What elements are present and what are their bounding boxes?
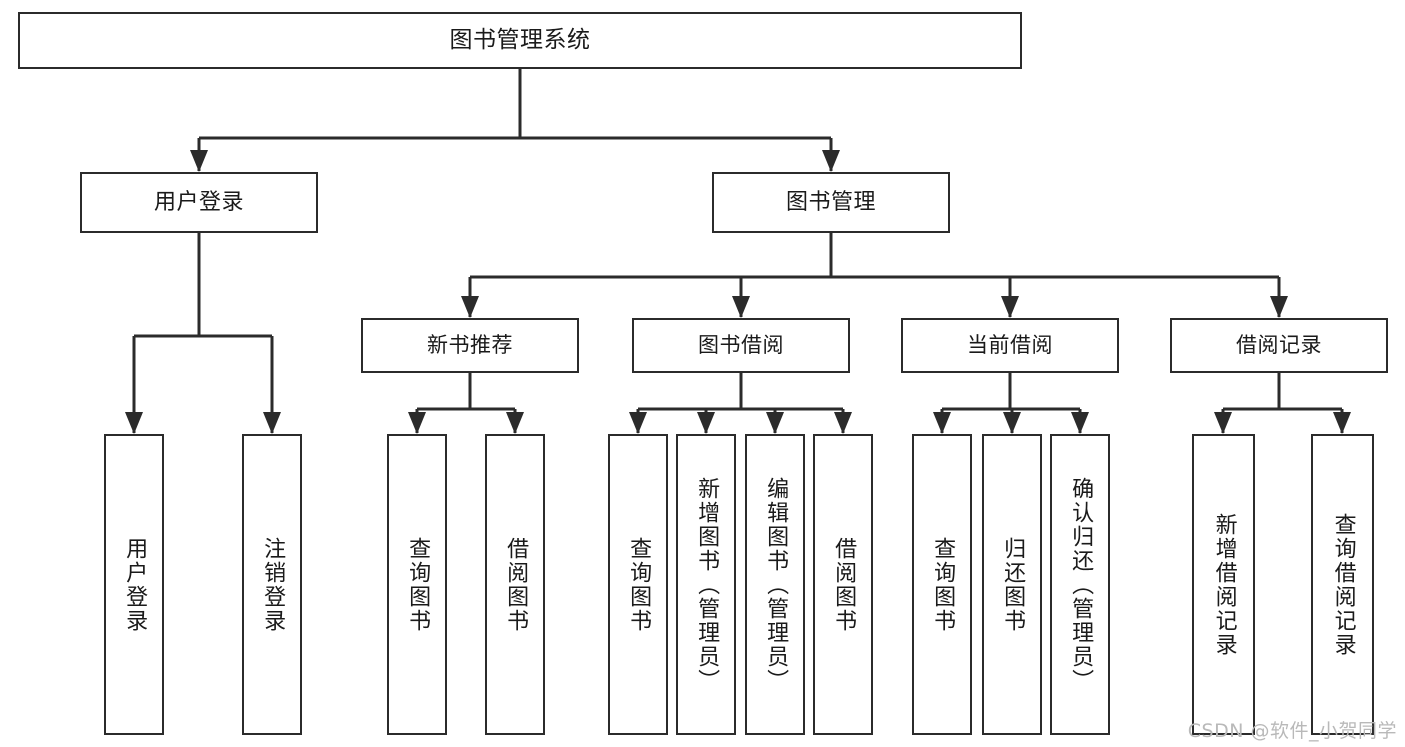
node-label-current-borrow: 当前借阅 (967, 333, 1053, 358)
node-leaf-borrow-book-1[interactable]: 借阅图书 (485, 434, 545, 735)
node-leaf-borrow-book-2[interactable]: 借阅图书 (813, 434, 873, 735)
arrowhead-userlogin-to-leaves-1 (263, 412, 281, 434)
node-label-leaf-query-record: 查询借阅记录 (1330, 512, 1356, 657)
node-label-borrow-record: 借阅记录 (1236, 333, 1322, 358)
arrowhead-root-to-level1-0 (190, 150, 208, 172)
arrowhead-bookborrow-to-leaves-0 (629, 412, 647, 434)
node-leaf-add-record[interactable]: 新增借阅记录 (1192, 434, 1255, 735)
node-root[interactable]: 图书管理系统 (18, 12, 1022, 69)
arrowhead-currentborrow-to-leaves-1 (1003, 412, 1021, 434)
node-label-leaf-return-book: 归还图书 (1000, 536, 1026, 633)
node-leaf-return-book[interactable]: 归还图书 (982, 434, 1042, 735)
node-label-leaf-confirm-return: 确认归还（管理员） (1068, 476, 1094, 693)
node-leaf-confirm-return[interactable]: 确认归还（管理员） (1050, 434, 1110, 735)
node-label-user-login: 用户登录 (153, 189, 244, 215)
node-label-leaf-borrow-book-1: 借阅图书 (503, 536, 529, 633)
node-label-leaf-query-book-1: 查询图书 (405, 536, 431, 633)
arrowhead-newbook-to-leaves-1 (506, 412, 524, 434)
node-user-login[interactable]: 用户登录 (80, 172, 318, 233)
node-label-leaf-query-book-2: 查询图书 (626, 536, 652, 633)
node-leaf-query-book-1[interactable]: 查询图书 (387, 434, 447, 735)
watermark-label: CSDN @软件_小贺同学 (1187, 720, 1397, 742)
arrowhead-currentborrow-to-leaves-2 (1071, 412, 1089, 434)
node-label-leaf-add-book: 新增图书（管理员） (694, 476, 720, 693)
arrowhead-root-to-level1-1 (822, 150, 840, 172)
node-label-book-manage: 图书管理 (785, 189, 876, 215)
node-label-leaf-borrow-book-2: 借阅图书 (831, 536, 857, 633)
arrowhead-newbook-to-leaves-0 (408, 412, 426, 434)
arrowhead-bookborrow-to-leaves-1 (697, 412, 715, 434)
node-label-new-book-rec: 新书推荐 (427, 333, 513, 358)
node-label-root: 图书管理系统 (449, 26, 591, 53)
arrowhead-userlogin-to-leaves-0 (125, 412, 143, 434)
node-label-leaf-user-login: 用户登录 (122, 536, 148, 633)
node-label-leaf-user-logout: 注销登录 (260, 536, 286, 633)
node-leaf-query-record[interactable]: 查询借阅记录 (1311, 434, 1374, 735)
node-borrow-record[interactable]: 借阅记录 (1170, 318, 1388, 373)
arrowhead-bookmanage-to-level2-3 (1270, 296, 1288, 318)
node-label-book-borrow: 图书借阅 (698, 333, 784, 358)
arrowhead-borrowrecord-to-leaves-1 (1333, 412, 1351, 434)
arrowhead-bookmanage-to-level2-2 (1001, 296, 1019, 318)
node-label-leaf-edit-book: 编辑图书（管理员） (763, 476, 789, 693)
node-current-borrow[interactable]: 当前借阅 (901, 318, 1119, 373)
node-book-manage[interactable]: 图书管理 (712, 172, 950, 233)
node-leaf-edit-book[interactable]: 编辑图书（管理员） (745, 434, 805, 735)
arrowhead-bookborrow-to-leaves-3 (834, 412, 852, 434)
node-leaf-query-book-2[interactable]: 查询图书 (608, 434, 668, 735)
arrowhead-bookmanage-to-level2-0 (461, 296, 479, 318)
node-new-book-rec[interactable]: 新书推荐 (361, 318, 579, 373)
arrowhead-bookborrow-to-leaves-2 (766, 412, 784, 434)
node-label-leaf-query-book-3: 查询图书 (930, 536, 956, 633)
arrowhead-borrowrecord-to-leaves-0 (1214, 412, 1232, 434)
node-leaf-user-logout[interactable]: 注销登录 (242, 434, 302, 735)
node-leaf-add-book[interactable]: 新增图书（管理员） (676, 434, 736, 735)
arrowhead-currentborrow-to-leaves-0 (933, 412, 951, 434)
node-book-borrow[interactable]: 图书借阅 (632, 318, 850, 373)
node-label-leaf-add-record: 新增借阅记录 (1211, 512, 1237, 657)
node-leaf-query-book-3[interactable]: 查询图书 (912, 434, 972, 735)
node-leaf-user-login[interactable]: 用户登录 (104, 434, 164, 735)
arrowhead-bookmanage-to-level2-1 (732, 296, 750, 318)
